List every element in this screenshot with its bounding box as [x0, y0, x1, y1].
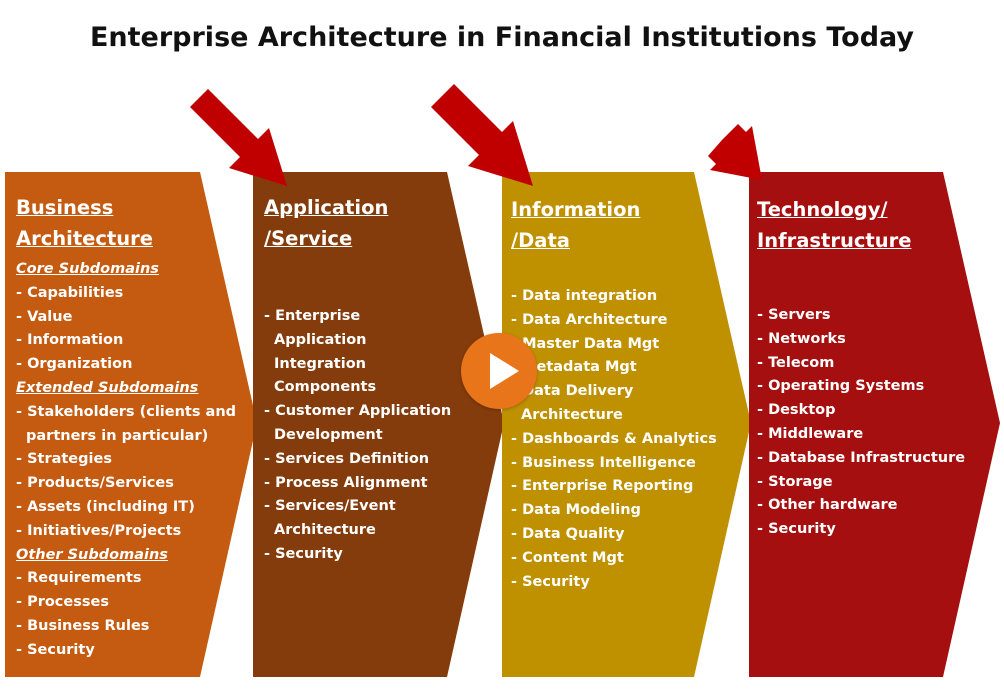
list-item: - Security — [511, 573, 590, 590]
list-item: Application — [274, 331, 367, 348]
list-item: Integration — [274, 355, 366, 372]
information-heading-line-2: /Data — [511, 229, 570, 252]
list-item: - Process Alignment — [264, 474, 428, 491]
application-heading: Application /Service — [264, 192, 494, 254]
technology-heading: Technology/ Infrastructure — [757, 194, 993, 256]
list-item: - Products/Services — [16, 475, 174, 492]
list-item: - Storage — [757, 473, 833, 490]
list-item: - Requirements — [16, 570, 142, 587]
list-item: - Business Rules — [16, 617, 150, 634]
arrow-to-information-icon — [426, 84, 533, 186]
list-item: - Information — [16, 332, 124, 349]
information-heading: Information /Data — [511, 194, 743, 256]
list-item: - Data Quality — [511, 525, 625, 542]
list-item: - Enterprise — [264, 308, 361, 324]
business-heading: Business Architecture — [16, 192, 256, 254]
arrow-to-application-icon — [178, 89, 287, 186]
list-item: - Business Intelligence — [511, 454, 696, 471]
list-item: - Strategies — [16, 451, 112, 468]
list-item: - Assets (including IT) — [16, 498, 195, 515]
other-subdomains-label: Other Subdomains — [16, 546, 168, 563]
list-item: - Data Architecture — [511, 311, 668, 328]
technology-heading-line-2: Infrastructure — [757, 229, 912, 252]
list-item: - Security — [264, 545, 343, 562]
arrow-to-technology-icon — [708, 124, 762, 180]
list-item: partners in particular) — [26, 427, 209, 444]
list-item: - Capabilities — [16, 284, 124, 301]
list-item: - Operating Systems — [757, 378, 925, 395]
application-chevron — [253, 172, 504, 677]
extended-subdomains-label: Extended Subdomains — [16, 379, 199, 396]
list-item: Development — [274, 426, 383, 443]
list-item: - Processes — [16, 594, 109, 611]
list-item: - Stakeholders (clients and — [16, 403, 237, 420]
list-item: - Enterprise Reporting — [511, 478, 694, 495]
business-heading-line-2: Architecture — [16, 227, 153, 250]
list-item: - Master Data Mgt — [511, 335, 660, 352]
list-item: - Content Mgt — [511, 549, 624, 566]
application-heading-line-1: Application — [264, 196, 389, 219]
list-item: - Data Delivery — [511, 383, 634, 400]
information-heading-line-1: Information — [511, 198, 641, 221]
diagram-title: Enterprise Architecture in Financial Ins… — [89, 22, 915, 53]
list-item: - Organization — [16, 356, 133, 373]
list-item: - Other hardware — [757, 497, 898, 514]
list-item: - Database Infrastructure — [757, 449, 966, 466]
list-item: - Value — [16, 308, 73, 325]
list-item: - Desktop — [757, 402, 836, 419]
play-icon — [490, 353, 519, 389]
business-chevron — [5, 172, 257, 677]
list-item: - Telecom — [757, 354, 835, 371]
list-item: - Customer Application — [264, 403, 452, 420]
business-heading-line-1: Business — [16, 196, 114, 219]
technology-heading-line-1: Technology/ — [757, 198, 888, 221]
list-item: Components — [274, 379, 377, 396]
list-item: - Data integration — [511, 288, 658, 304]
play-button[interactable] — [461, 333, 537, 409]
list-item: - Initiatives/Projects — [16, 522, 182, 539]
technology-panel: Technology/ Infrastructure - Servers - N… — [757, 194, 993, 542]
list-item: Architecture — [521, 406, 623, 423]
business-panel: Business Architecture Core Subdomains - … — [16, 192, 256, 663]
application-panel: Application /Service - Enterprise Applic… — [264, 192, 494, 567]
list-item: - Services Definition — [264, 450, 430, 467]
list-item: - Servers — [757, 307, 831, 323]
list-item: - Dashboards & Analytics — [511, 430, 717, 447]
list-item: - Data Modeling — [511, 502, 641, 519]
list-item: - Middleware — [757, 425, 864, 442]
list-item: - Security — [16, 641, 95, 658]
list-item: - Security — [757, 521, 836, 538]
list-item: - Metadata Mgt — [511, 359, 637, 376]
application-heading-line-2: /Service — [264, 227, 353, 250]
information-panel: Information /Data - Data integration - D… — [511, 194, 743, 594]
list-item: - Services/Event — [264, 498, 396, 515]
technology-chevron — [749, 172, 1000, 677]
information-chevron — [502, 172, 751, 677]
list-item: Architecture — [274, 522, 376, 539]
core-subdomains-label: Core Subdomains — [16, 261, 159, 277]
list-item: - Networks — [757, 330, 846, 347]
